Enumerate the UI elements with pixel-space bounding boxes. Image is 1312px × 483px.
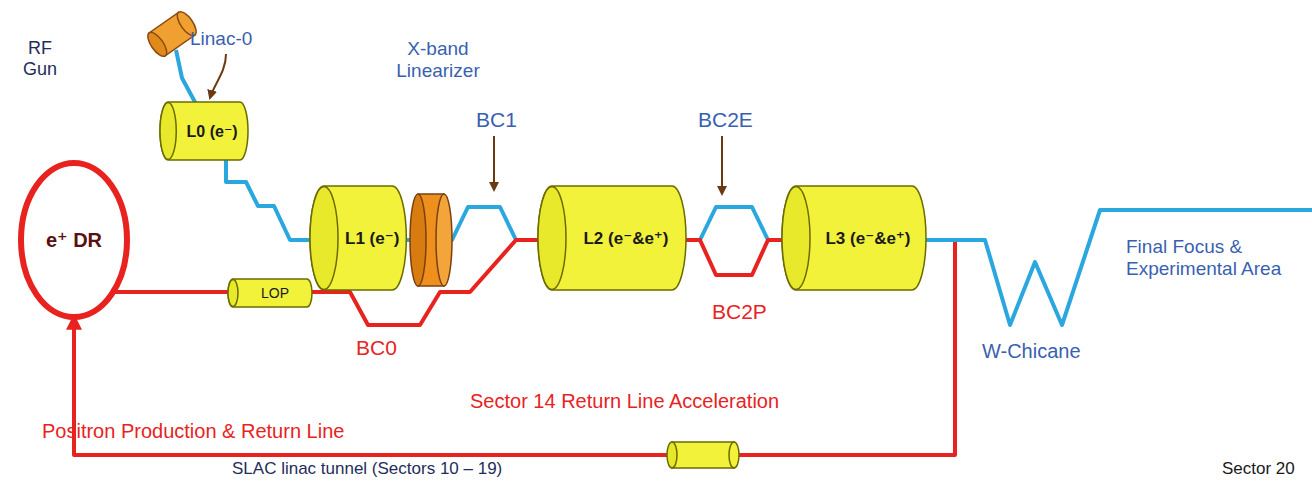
node-text: e⁺ DR xyxy=(46,228,102,252)
node-text: L3 (e⁻&e⁺) xyxy=(825,228,910,249)
annotation-label: RF Gun xyxy=(16,38,64,79)
leader-arrow xyxy=(721,136,723,194)
cylinder-body xyxy=(310,186,406,290)
annotation-label: Linac-0 xyxy=(190,28,252,50)
annotation-label: Sector 20 xyxy=(1222,459,1295,479)
annotation-label: Final Focus & Experimental Area xyxy=(1126,236,1298,280)
electron-beamline xyxy=(686,207,782,240)
node-text: LOP xyxy=(261,285,289,301)
positron-beamline xyxy=(686,240,782,275)
leader-arrow xyxy=(493,136,495,190)
annotation-label: SLAC linac tunnel (Sectors 10 – 19) xyxy=(232,459,502,479)
annotation-label: BC2P xyxy=(712,300,767,324)
linac-section: L0 (e⁻) xyxy=(160,102,248,160)
annotation-label: W-Chicane xyxy=(982,340,1081,363)
gun-beamline xyxy=(176,50,196,104)
node-text: L1 (e⁻) xyxy=(345,228,399,249)
node-text: L0 (e⁻) xyxy=(187,122,238,141)
cylinder-face xyxy=(160,103,176,160)
positron-beamline xyxy=(113,290,228,294)
linac-section: LOP xyxy=(228,279,312,307)
cylinder-body xyxy=(228,279,312,307)
x-band-cylinder xyxy=(410,194,452,286)
annotation-label: BC1 xyxy=(476,108,517,132)
return-line-cylinder xyxy=(667,442,739,468)
linac-section: L2 (e⁻&e⁺) xyxy=(538,186,686,290)
cylinder-face xyxy=(310,187,338,290)
damping-ring: e⁺ DR xyxy=(18,160,130,320)
w-chicane-beamline xyxy=(926,210,1312,325)
linac-section: L3 (e⁻&e⁺) xyxy=(782,186,926,290)
annotation-label: BC0 xyxy=(356,336,397,360)
linac-section: L1 (e⁻) xyxy=(310,186,406,290)
annotation-label: Sector 14 Return Line Acceleration xyxy=(470,390,779,413)
cylinder-face xyxy=(538,187,566,290)
leader-arrow xyxy=(210,54,226,98)
cylinder-body xyxy=(160,102,248,160)
annotation-label: X-band Linearizer xyxy=(376,38,500,82)
annotation-label: BC2E xyxy=(698,108,753,132)
cylinder-body xyxy=(538,186,686,290)
node-text: L2 (e⁻&e⁺) xyxy=(583,228,668,249)
annotation-label: Positron Production & Return Line xyxy=(42,420,344,443)
electron-beamline xyxy=(226,160,310,240)
cylinder-body xyxy=(782,186,926,290)
cylinder-face xyxy=(782,187,810,290)
ring-outline xyxy=(21,163,127,317)
cylinder-face xyxy=(228,280,238,307)
